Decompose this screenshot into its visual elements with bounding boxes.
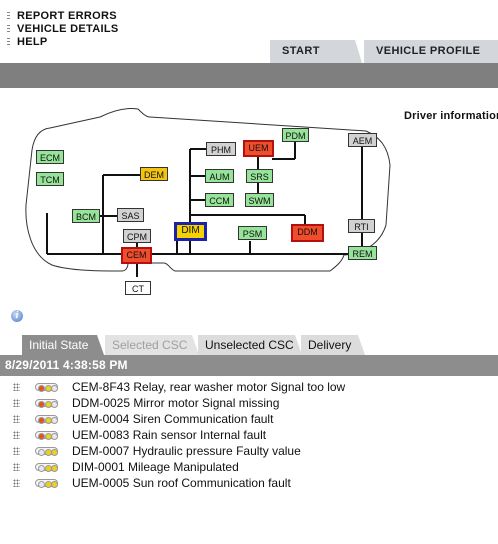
tab-vehicle-profile[interactable]: VEHICLE PROFILE xyxy=(364,40,498,63)
menu-help-label: HELP xyxy=(17,36,48,48)
menu-report-errors[interactable]: REPORT ERRORS xyxy=(6,10,118,23)
car-outline xyxy=(25,108,391,272)
drag-handle-icon[interactable] xyxy=(13,431,20,439)
module-swm[interactable]: SWM xyxy=(245,193,274,207)
status-dot xyxy=(38,417,45,424)
status-dot xyxy=(51,385,58,392)
module-uem[interactable]: UEM xyxy=(243,140,274,157)
menu-help[interactable]: HELP xyxy=(6,36,118,49)
module-rti[interactable]: RTI xyxy=(348,219,375,233)
module-rem[interactable]: REM xyxy=(348,246,377,260)
drag-handle-icon[interactable] xyxy=(13,447,20,455)
status-light-icon xyxy=(35,431,58,440)
status-dot xyxy=(38,433,45,440)
status-light-icon xyxy=(35,463,58,472)
menu-vehicle-details[interactable]: VEHICLE DETAILS xyxy=(6,23,118,36)
fault-text: CEM-8F43 Relay, rear washer motor Signal… xyxy=(72,380,346,394)
fault-text: UEM-0004 Siren Communication fault xyxy=(72,412,274,426)
module-ddm[interactable]: DDM xyxy=(291,224,324,242)
module-cpm[interactable]: CPM xyxy=(123,229,151,243)
date-bar: 8/29/2011 4:38:58 PM xyxy=(0,355,498,376)
module-phm[interactable]: PHM xyxy=(206,142,236,156)
module-ecm[interactable]: ECM xyxy=(36,150,64,164)
status-dot xyxy=(38,481,45,488)
fault-text: DEM-0007 Hydraulic pressure Faulty value xyxy=(72,444,301,458)
fault-list: CEM-8F43 Relay, rear washer motor Signal… xyxy=(0,379,498,491)
module-psm[interactable]: PSM xyxy=(238,226,267,240)
module-dim[interactable]: DIM xyxy=(174,222,207,241)
drag-handle-icon[interactable] xyxy=(13,479,20,487)
tab-start[interactable]: START xyxy=(270,40,362,63)
status-light-icon xyxy=(35,479,58,488)
status-dot xyxy=(51,401,58,408)
status-light-icon xyxy=(35,447,58,456)
tab-unselected-csc[interactable]: Unselected CSC xyxy=(198,335,302,355)
status-dot xyxy=(38,385,45,392)
status-dot xyxy=(38,401,45,408)
status-dot xyxy=(51,465,58,472)
fault-row[interactable]: UEM-0083 Rain sensor Internal fault xyxy=(0,427,498,443)
status-dot xyxy=(38,449,45,456)
module-aum[interactable]: AUM xyxy=(205,169,234,183)
menu-report-errors-label: REPORT ERRORS xyxy=(17,10,117,22)
tab-initial-state[interactable]: Initial State xyxy=(22,335,104,355)
drag-handle-icon[interactable] xyxy=(13,383,20,391)
fault-text: DDM-0025 Mirror motor Signal missing xyxy=(72,396,280,410)
fault-row[interactable]: DEM-0007 Hydraulic pressure Faulty value xyxy=(0,443,498,459)
grip-icon xyxy=(7,25,10,34)
drag-handle-icon[interactable] xyxy=(13,415,20,423)
status-dot xyxy=(38,465,45,472)
tab-selected-csc[interactable]: Selected CSC xyxy=(105,335,199,355)
module-aem[interactable]: AEM xyxy=(348,133,377,147)
grip-icon xyxy=(7,12,10,21)
module-dem[interactable]: DEM xyxy=(140,167,168,181)
drag-handle-icon[interactable] xyxy=(13,463,20,471)
fault-row[interactable]: DDM-0025 Mirror motor Signal missing xyxy=(0,395,498,411)
fault-text: UEM-0005 Sun roof Communication fault xyxy=(72,476,291,490)
grip-icon xyxy=(7,38,10,47)
module-sas[interactable]: SAS xyxy=(117,208,144,222)
fault-row[interactable]: DIM-0001 Mileage Manipulated xyxy=(0,459,498,475)
fault-text: DIM-0001 Mileage Manipulated xyxy=(72,460,239,474)
module-tcm[interactable]: TCM xyxy=(36,172,64,186)
header-bar xyxy=(0,63,498,88)
module-ccm[interactable]: CCM xyxy=(205,193,234,207)
status-light-icon xyxy=(35,415,58,424)
fault-text: UEM-0083 Rain sensor Internal fault xyxy=(72,428,267,442)
status-dot xyxy=(51,417,58,424)
drag-handle-icon[interactable] xyxy=(13,399,20,407)
status-dot xyxy=(51,481,58,488)
module-srs[interactable]: SRS xyxy=(246,169,273,183)
driver-information-heading: Driver information xyxy=(404,110,498,122)
menu-vehicle-details-label: VEHICLE DETAILS xyxy=(17,23,119,35)
module-ct[interactable]: CT xyxy=(125,281,151,295)
module-cem[interactable]: CEM xyxy=(121,247,152,264)
status-dot xyxy=(51,433,58,440)
module-bcm[interactable]: BCM xyxy=(72,209,100,223)
module-pdm[interactable]: PDM xyxy=(282,128,309,142)
status-light-icon xyxy=(35,383,58,392)
session-timestamp: 8/29/2011 4:38:58 PM xyxy=(5,358,128,372)
info-icon[interactable]: i xyxy=(11,310,23,322)
vehicle-network-diagram xyxy=(25,108,391,277)
fault-row[interactable]: UEM-0005 Sun roof Communication fault xyxy=(0,475,498,491)
left-menu: REPORT ERRORS VEHICLE DETAILS HELP xyxy=(6,10,118,49)
status-dot xyxy=(51,449,58,456)
tab-delivery[interactable]: Delivery xyxy=(301,335,365,355)
fault-row[interactable]: CEM-8F43 Relay, rear washer motor Signal… xyxy=(0,379,498,395)
fault-row[interactable]: UEM-0004 Siren Communication fault xyxy=(0,411,498,427)
status-light-icon xyxy=(35,399,58,408)
